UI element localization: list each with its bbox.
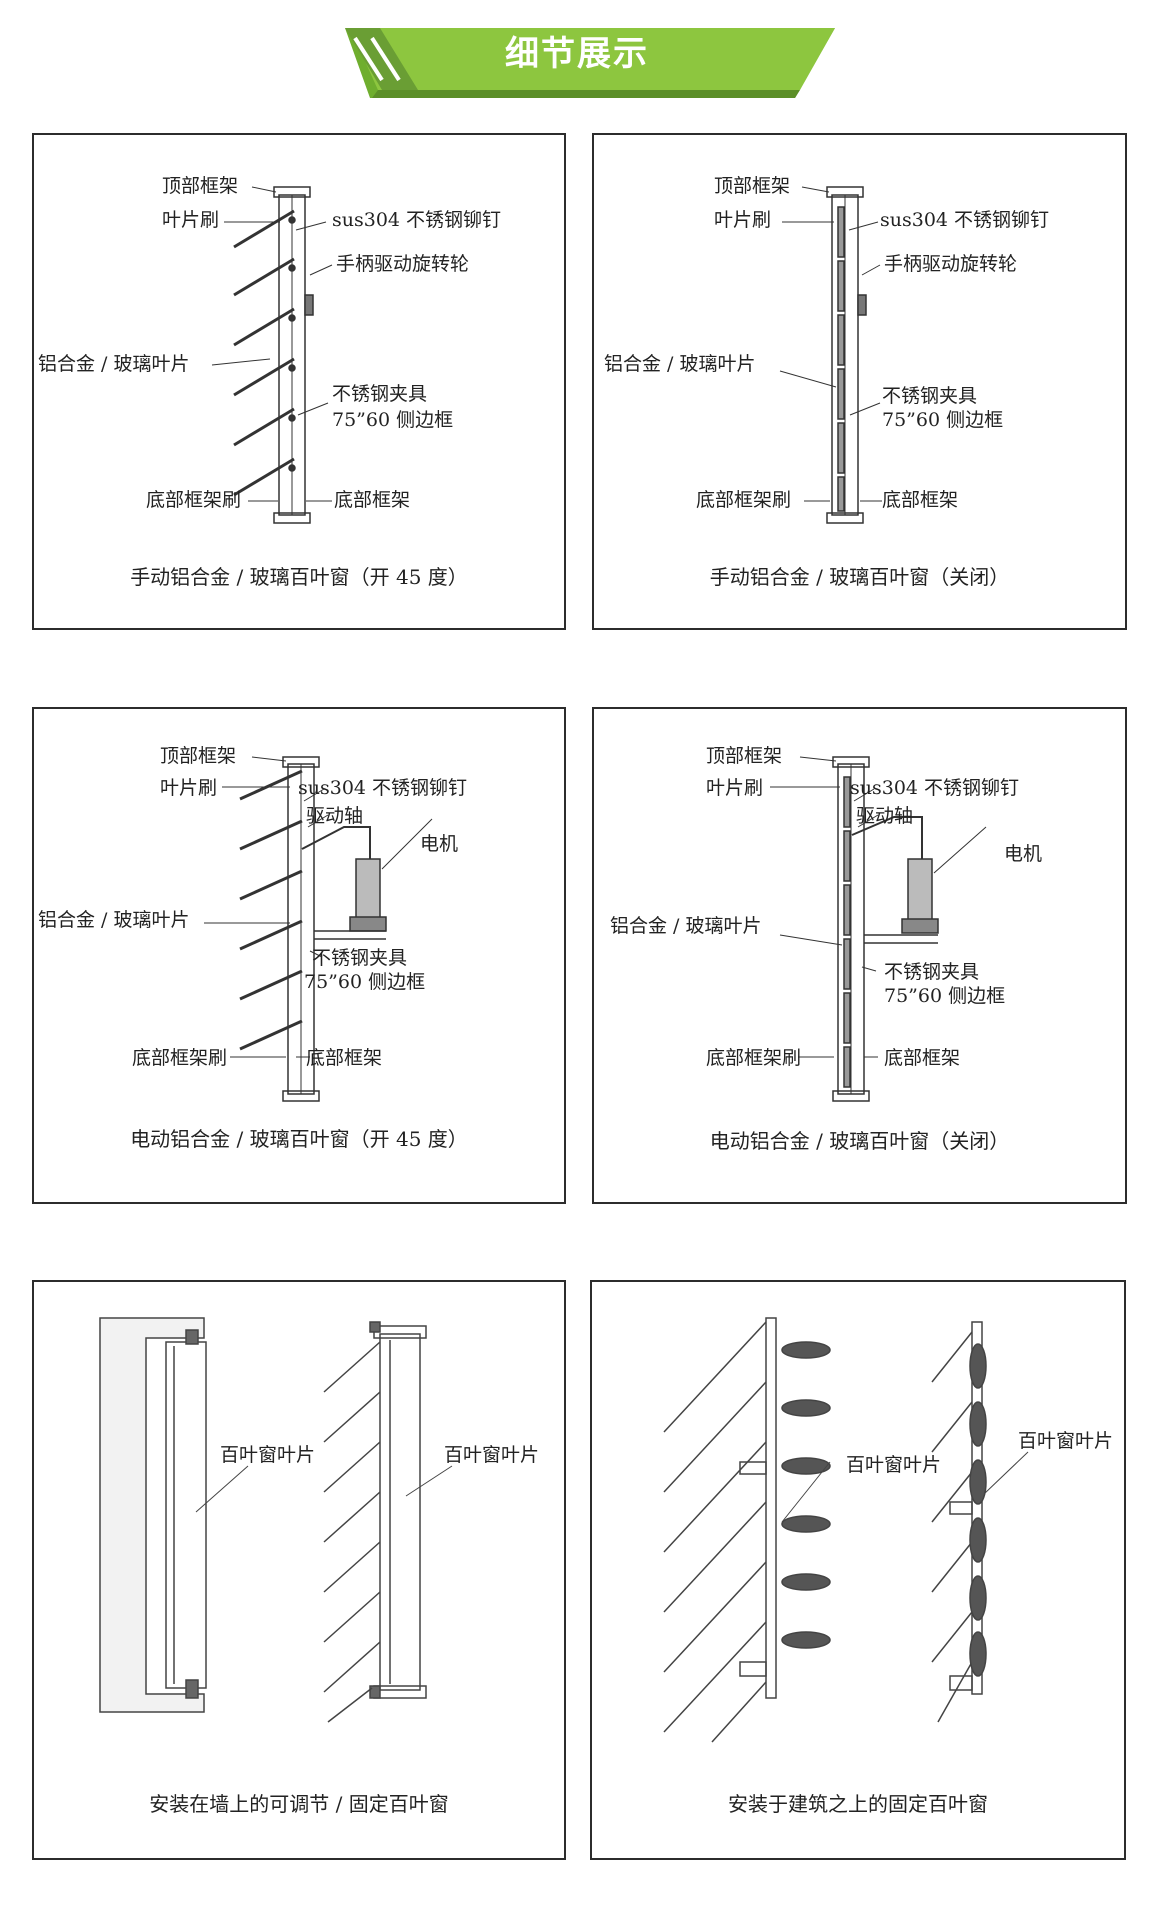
label-motor: 电机 [1004,843,1043,865]
label-bottom-frame: 底部框架 [884,1047,961,1069]
banner-shape [345,28,835,98]
panel-caption: 电动铝合金 / 玻璃百叶窗（开 45 度） [130,1127,468,1151]
label-blade-brush: 叶片刷 [162,209,220,231]
label-bottom-brush: 底部框架刷 [696,489,792,511]
label-handle-wheel: 手柄驱动旋转轮 [336,253,470,275]
label-clamp: 不锈钢夹具 [882,385,978,407]
label-louver-blade: 百叶窗叶片 [846,1454,942,1476]
label-handle-wheel: 手柄驱动旋转轮 [884,253,1018,275]
label-louver-blade: 百叶窗叶片 [220,1444,316,1466]
label-bottom-frame: 底部框架 [334,489,411,511]
building-mounted-diagram [663,1317,1029,1743]
panel-electric-closed: 顶部框架 叶片刷 sus304 不锈钢铆钉 驱动轴 电机 铝合金 / 玻璃叶片 … [592,707,1127,1204]
label-rivet: sus304 不锈钢铆钉 [850,777,1020,799]
panel-caption: 电动铝合金 / 玻璃百叶窗（关闭） [709,1129,1010,1153]
panel-wall-mounted: 百叶窗叶片 百叶窗叶片 安装在墙上的可调节 / 固定百叶窗 [32,1280,566,1860]
label-rivet: sus304 不锈钢铆钉 [880,209,1050,231]
panel-manual-open: 顶部框架 叶片刷 sus304 不锈钢铆钉 手柄驱动旋转轮 铝合金 / 玻璃叶片… [32,133,566,630]
manual-closed-diagram [779,186,882,524]
label-top-frame: 顶部框架 [714,175,791,197]
panel-electric-open: 顶部框架 叶片刷 sus304 不锈钢铆钉 驱动轴 电机 铝合金 / 玻璃叶片 … [32,707,566,1204]
label-drive-shaft: 驱动轴 [856,805,914,827]
panel-caption: 安装在墙上的可调节 / 固定百叶窗 [149,1792,449,1816]
label-side-frame: 75”60 侧边框 [304,971,426,993]
panel-caption: 安装于建筑之上的固定百叶窗 [728,1792,988,1816]
label-drive-shaft: 驱动轴 [306,805,364,827]
label-blade: 铝合金 / 玻璃叶片 [604,353,756,375]
label-top-frame: 顶部框架 [162,175,239,197]
label-side-frame: 75”60 侧边框 [332,409,454,431]
panel-caption: 手动铝合金 / 玻璃百叶窗（关闭） [709,565,1010,589]
label-louver-blade: 百叶窗叶片 [444,1444,540,1466]
wall-mounted-diagram [99,1317,453,1723]
label-clamp: 不锈钢夹具 [884,961,980,983]
label-bottom-brush: 底部框架刷 [132,1047,228,1069]
panel-caption: 手动铝合金 / 玻璃百叶窗（开 45 度） [130,565,468,589]
label-side-frame: 75”60 侧边框 [884,985,1006,1007]
label-bottom-brush: 底部框架刷 [146,489,242,511]
electric-closed-diagram [770,756,987,1102]
manual-open-diagram [211,186,333,524]
label-louver-blade: 百叶窗叶片 [1018,1430,1114,1452]
label-blade: 铝合金 / 玻璃叶片 [38,909,190,931]
label-top-frame: 顶部框架 [160,745,237,767]
label-clamp: 不锈钢夹具 [332,383,428,405]
panel-building-mounted: 百叶窗叶片 百叶窗叶片 安装于建筑之上的固定百叶窗 [590,1280,1126,1860]
label-bottom-frame: 底部框架 [882,489,959,511]
label-side-frame: 75”60 侧边框 [882,409,1004,431]
electric-open-diagram [204,756,433,1102]
label-blade-brush: 叶片刷 [714,209,772,231]
label-blade: 铝合金 / 玻璃叶片 [610,915,762,937]
label-rivet: sus304 不锈钢铆钉 [298,777,468,799]
label-motor: 电机 [420,833,459,855]
label-blade: 铝合金 / 玻璃叶片 [38,353,190,375]
panel-manual-closed: 顶部框架 叶片刷 sus304 不锈钢铆钉 手柄驱动旋转轮 铝合金 / 玻璃叶片… [592,133,1127,630]
label-blade-brush: 叶片刷 [160,777,218,799]
label-blade-brush: 叶片刷 [706,777,764,799]
label-bottom-frame: 底部框架 [306,1047,383,1069]
label-bottom-brush: 底部框架刷 [706,1047,802,1069]
label-clamp: 不锈钢夹具 [312,947,408,969]
label-rivet: sus304 不锈钢铆钉 [332,209,502,231]
page-title: 细节展示 [505,34,649,74]
header-banner: 细节展示 [0,0,1153,110]
label-top-frame: 顶部框架 [706,745,783,767]
